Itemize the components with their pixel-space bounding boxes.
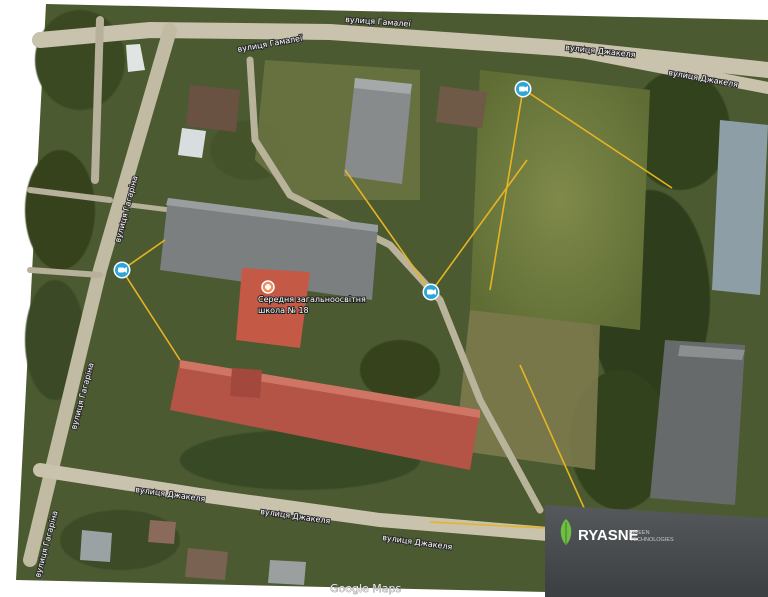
camera-icon	[519, 86, 528, 92]
sight-line	[121, 239, 166, 271]
leaf-icon	[560, 519, 572, 545]
school-label-line2: школа № 18	[258, 306, 309, 315]
sight-line	[519, 364, 586, 511]
map-plate	[16, 4, 768, 597]
camera-icon	[118, 267, 127, 273]
buildings	[80, 44, 768, 585]
roads	[23, 16, 768, 567]
logo-tagline-1: GREEN	[630, 530, 650, 536]
logo-name: RYASNE	[578, 527, 639, 544]
camera-marker-west[interactable]	[113, 261, 131, 279]
sight-line	[121, 269, 181, 361]
sight-line	[430, 159, 528, 293]
ryasne-logo-panel: RYASNE GREEN TECHNOLOGIES	[545, 505, 768, 597]
logo-tagline-2: TECHNOLOGIES	[630, 537, 674, 543]
map-attribution: Google Maps	[330, 582, 402, 596]
camera-markers	[113, 80, 532, 301]
sight-line	[522, 88, 673, 189]
school-central-building	[236, 268, 310, 348]
sight-lines	[121, 88, 673, 529]
school-marker[interactable]	[261, 280, 275, 294]
gym-building	[344, 78, 412, 184]
camera-marker-center[interactable]	[422, 283, 440, 301]
school-label-line1: Середня загальноосвітня	[258, 295, 366, 304]
sight-line	[344, 169, 432, 293]
attribution-text: Google Maps	[330, 582, 402, 595]
school-label: Середня загальноосвітня школа № 18	[257, 294, 367, 316]
camera-icon	[427, 289, 436, 295]
camera-marker-north[interactable]	[514, 80, 532, 98]
sight-line	[429, 521, 546, 529]
